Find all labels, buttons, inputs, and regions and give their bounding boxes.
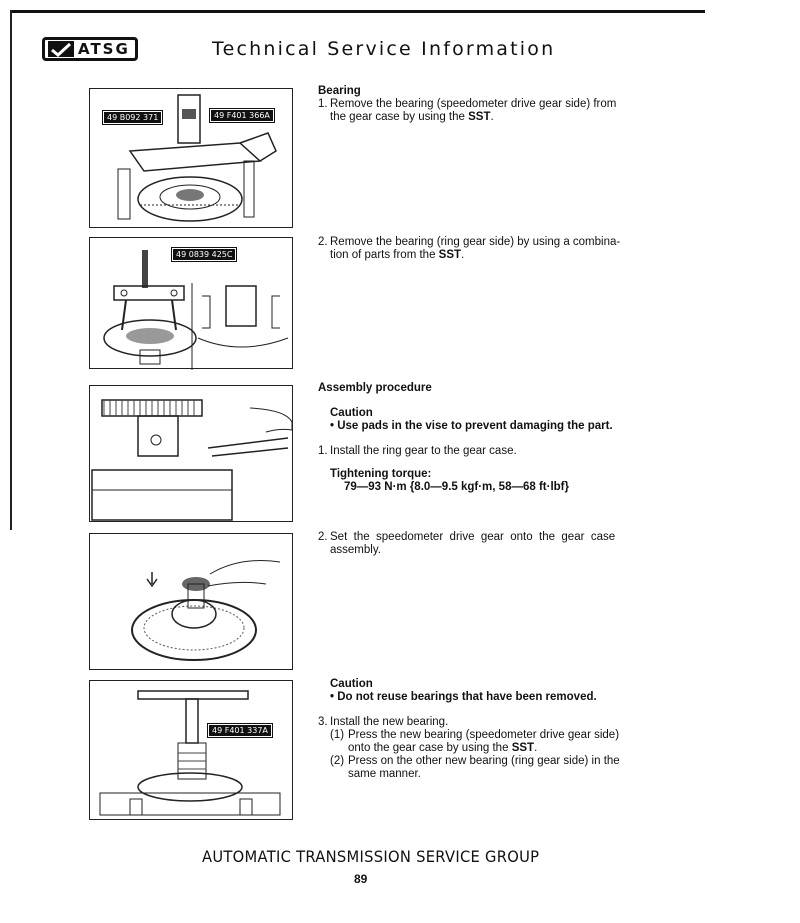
period: . <box>461 249 465 261</box>
sub-step-1-line2: onto the gear case by using the SST. <box>348 742 537 755</box>
caution-heading: Caution <box>330 407 373 419</box>
step-1-text-line1: Remove the bearing (speedometer drive ge… <box>330 98 617 110</box>
part-number-label: 49 F401 337A <box>207 723 273 738</box>
sst-label: SST <box>468 111 491 123</box>
assembly-step-2-line2: assembly. <box>330 544 381 556</box>
part-number-label: 49 0839 425C <box>170 247 238 262</box>
period: . <box>490 111 494 123</box>
sub-step-number: (1) <box>330 729 345 741</box>
figure-bearing-puller: 49 B092 371 49 F401 366A <box>89 88 293 228</box>
step-2-text-line1: Remove the bearing (ring gear side) by u… <box>330 236 621 248</box>
sub-step-2-line1: Press on the other new bearing (ring gea… <box>348 755 620 767</box>
figure-bearing-press: 49 F401 337A <box>89 680 293 820</box>
checkmark-icon <box>48 41 74 57</box>
figure-speedometer-gear <box>89 533 293 670</box>
caution-bullet: • Use pads in the vise to prevent damagi… <box>330 420 613 432</box>
illustration-bearing-press <box>99 690 281 816</box>
page-number: 89 <box>354 872 368 886</box>
step-number: 1. <box>318 445 328 457</box>
part-number-label: 49 F401 366A <box>209 108 275 123</box>
step-1-text-line2: the gear case by using the SST. <box>330 111 494 124</box>
sub-step-2-line2: same manner. <box>348 768 421 780</box>
section-heading-bearing: Bearing <box>318 85 361 97</box>
step-1-text: the gear case by using the <box>330 111 465 123</box>
step-number: 3. <box>318 716 328 728</box>
top-rule <box>10 10 705 13</box>
caution-bullet: • Do not reuse bearings that have been r… <box>330 691 597 703</box>
period: . <box>534 742 538 754</box>
assembly-step-1-text: Install the ring gear to the gear case. <box>330 445 517 457</box>
page-title: Technical Service Information <box>212 38 556 60</box>
illustration-bearing-puller <box>117 94 277 222</box>
illustration-ring-gear-puller <box>103 250 289 370</box>
atsg-logo: ATSG <box>42 37 138 61</box>
caution-heading: Caution <box>330 678 373 690</box>
assembly-step-2-line1: Set the speedometer drive gear onto the … <box>330 531 616 543</box>
torque-heading: Tightening torque: <box>330 468 432 480</box>
figure-ring-gear-puller: 49 0839 425C <box>89 237 293 370</box>
step-number: 2. <box>318 531 328 543</box>
illustration-ring-gear-vise <box>91 399 293 521</box>
torque-value: 79—93 N·m {8.0—9.5 kgf·m, 58—68 ft·lbf} <box>344 481 569 493</box>
step-number: 2. <box>318 236 328 248</box>
sst-label: SST <box>511 742 535 754</box>
left-rule <box>10 10 12 530</box>
sst-label: SST <box>438 249 462 261</box>
step-2-text-line2: tion of parts from the SST. <box>330 249 464 262</box>
illustration-speedometer-gear <box>131 560 281 661</box>
logo-text: ATSG <box>78 40 130 58</box>
footer-company: AUTOMATIC TRANSMISSION SERVICE GROUP <box>202 847 540 866</box>
section-heading-assembly: Assembly procedure <box>318 382 432 394</box>
part-number-label: 49 B092 371 <box>101 110 164 125</box>
figure-ring-gear-vise <box>89 385 293 522</box>
assembly-step-3-text: Install the new bearing. <box>330 716 449 728</box>
sub-step-1-text: onto the gear case by using the <box>348 742 509 754</box>
sub-step-number: (2) <box>330 755 345 767</box>
step-2-text: tion of parts from the <box>330 249 436 261</box>
sub-step-1-line1: Press the new bearing (speedometer drive… <box>348 729 620 741</box>
step-number: 1. <box>318 98 328 110</box>
